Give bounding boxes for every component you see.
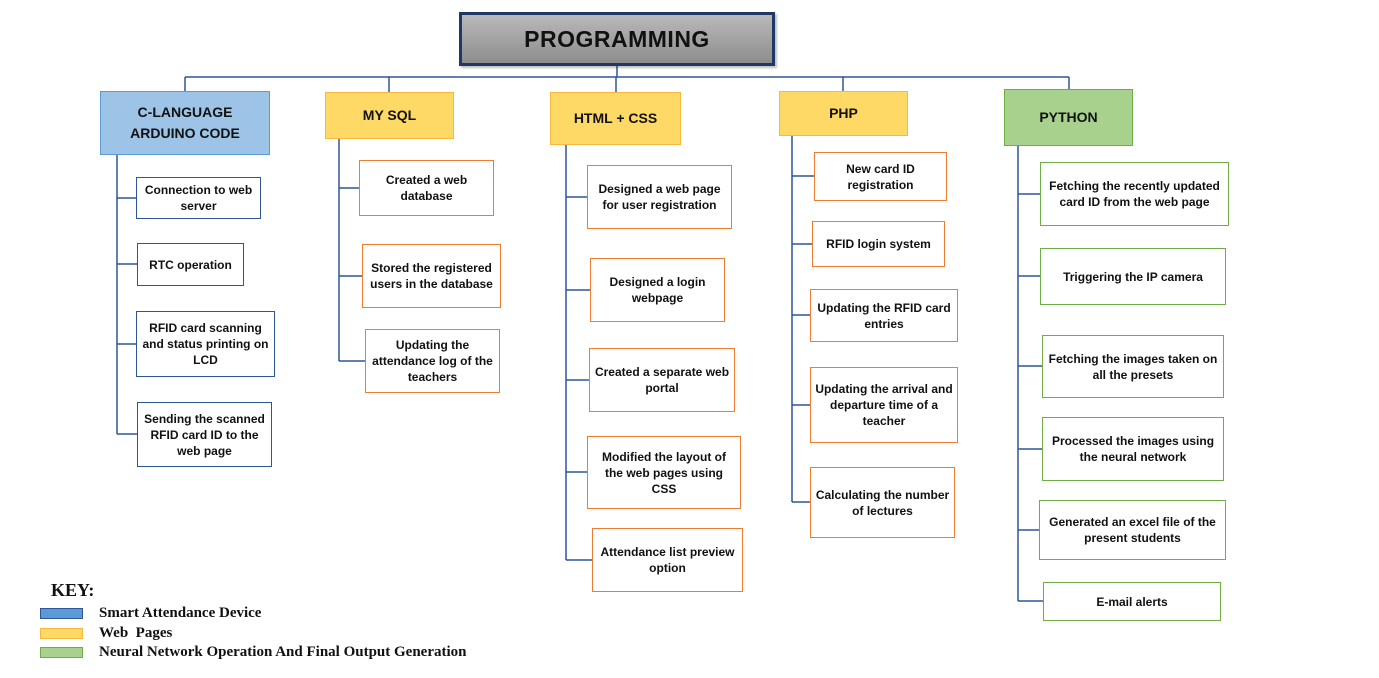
key-label: Neural Network Operation And Final Outpu…: [99, 643, 467, 660]
item-processed-images-nn: Processed the images using the neural ne…: [1042, 417, 1224, 481]
key-title: KEY:: [51, 580, 95, 600]
item-fetching-images: Fetching the images taken on all the pre…: [1042, 335, 1224, 398]
item-designed-registration-page: Designed a web page for user registratio…: [587, 165, 732, 229]
item-created-web-database: Created a web database: [359, 160, 494, 216]
item-fetching-card-id: Fetching the recently updated card ID fr…: [1040, 162, 1229, 226]
item-created-separate-portal: Created a separate web portal: [589, 348, 735, 412]
item-connection-to-web-server: Connection to web server: [136, 177, 261, 219]
item-updating-rfid-entries: Updating the RFID card entries: [810, 289, 958, 342]
key-swatch-yellow: [40, 627, 83, 639]
category-c-language-arduino: C-LANGUAGE ARDUINO CODE: [100, 91, 270, 155]
item-designed-login-webpage: Designed a login webpage: [590, 258, 725, 322]
key-entry-web-pages: Web Pages: [40, 624, 172, 642]
item-triggering-ip-camera: Triggering the IP camera: [1040, 248, 1226, 305]
item-new-card-id-registration: New card ID registration: [814, 152, 947, 201]
key-swatch-green: [40, 646, 83, 658]
item-updating-attendance-log: Updating the attendance log of the teach…: [365, 329, 500, 393]
category-python: PYTHON: [1004, 89, 1133, 146]
item-email-alerts: E-mail alerts: [1043, 582, 1221, 621]
key-label: Smart Attendance Device: [99, 604, 262, 621]
item-stored-registered-users: Stored the registered users in the datab…: [362, 244, 501, 308]
item-calculating-lectures: Calculating the number of lectures: [810, 467, 955, 538]
item-attendance-list-preview: Attendance list preview option: [592, 528, 743, 592]
key-label: Web Pages: [99, 624, 173, 641]
item-rtc-operation: RTC operation: [137, 243, 244, 286]
item-modified-layout-css: Modified the layout of the web pages usi…: [587, 436, 741, 509]
category-php: PHP: [779, 91, 908, 136]
key-entry-neural-network: Neural Network Operation And Final Outpu…: [40, 643, 467, 661]
item-sending-scanned-rfid: Sending the scanned RFID card ID to the …: [137, 402, 272, 467]
item-rfid-card-scanning: RFID card scanning and status printing o…: [136, 311, 275, 377]
key-swatch-blue: [40, 607, 83, 619]
item-updating-arrival-departure: Updating the arrival and departure time …: [810, 367, 958, 443]
item-rfid-login-system: RFID login system: [812, 221, 945, 267]
key-entry-smart-attendance: Smart Attendance Device: [40, 604, 261, 622]
root-node-programming: PROGRAMMING: [459, 12, 775, 66]
category-mysql: MY SQL: [325, 92, 454, 139]
category-html-css: HTML + CSS: [550, 92, 681, 145]
item-generated-excel-file: Generated an excel file of the present s…: [1039, 500, 1226, 560]
